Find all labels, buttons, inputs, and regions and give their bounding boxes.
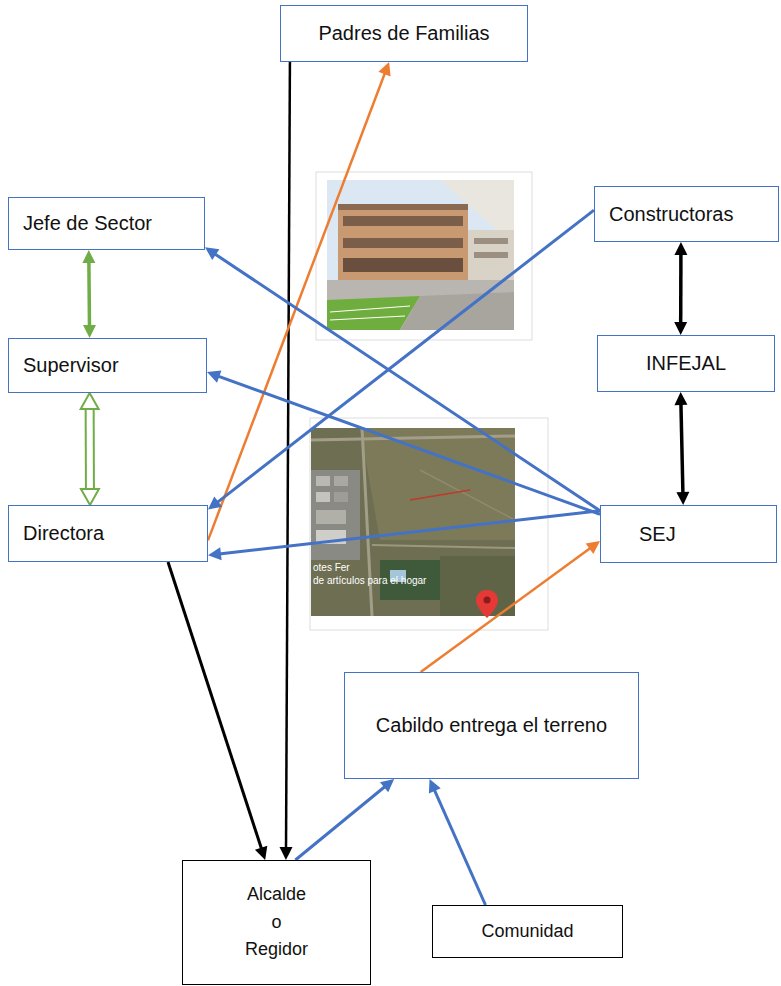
arrow-head <box>208 496 222 509</box>
arrow-shaft <box>421 547 591 672</box>
connector-arrow <box>82 250 96 338</box>
process-box: INFEJAL <box>597 335 775 392</box>
arrow-head <box>280 847 293 860</box>
arrow-shaft <box>87 261 91 327</box>
box-label: Padres de Familias <box>318 22 489 45</box>
process-box: Constructoras <box>594 186 779 242</box>
arrow-head <box>82 250 95 263</box>
arrow-head <box>676 492 689 505</box>
box-label: INFEJAL <box>646 352 726 375</box>
process-box: Directora <box>8 505 208 562</box>
satellite-map <box>310 418 548 630</box>
arrow-head <box>429 779 441 794</box>
map-text: otes Fer <box>313 562 350 573</box>
connector-arrow <box>674 392 689 505</box>
arrow-head <box>586 541 600 554</box>
process-box: Cabildo entrega el terreno <box>344 672 639 779</box>
box-label: Supervisor <box>23 354 119 377</box>
arrow-shaft <box>434 789 485 905</box>
connector-arrow <box>208 210 594 509</box>
box-label: Alcalde o Regidor <box>245 881 308 965</box>
arrow-head <box>378 62 390 76</box>
connector-arrow <box>280 62 293 860</box>
process-box: Jefe de Sector <box>8 197 205 250</box>
arrow-head <box>255 846 267 860</box>
arrow-shaft <box>85 407 95 491</box>
connector-arrow <box>429 779 486 905</box>
arrow-shaft <box>286 62 290 849</box>
arrow-head <box>380 779 394 792</box>
arrow-head <box>83 325 96 338</box>
arrow-shaft <box>681 403 683 494</box>
arrow-shaft <box>214 253 600 510</box>
arrow-shaft <box>295 786 385 860</box>
arrow-shaft-fill <box>87 406 93 492</box>
process-box: Alcalde o Regidor <box>182 860 371 985</box>
connector-arrow <box>674 242 687 335</box>
box-label: SEJ <box>639 523 676 546</box>
process-box: Comunidad <box>432 905 623 958</box>
box-label: Directora <box>23 522 104 545</box>
box-label: Constructoras <box>609 203 734 226</box>
arrow-shaft <box>168 562 262 850</box>
box-label: Comunidad <box>481 921 573 942</box>
connector-arrow <box>81 393 99 505</box>
arrow-head <box>674 392 687 405</box>
arrow-head <box>81 489 99 505</box>
arrow-head <box>205 247 219 260</box>
connector-arrow <box>421 541 600 672</box>
connector-arrow <box>295 779 394 860</box>
connector-arrow <box>168 562 267 860</box>
connector-arrow <box>205 247 600 510</box>
arrow-shaft <box>208 72 385 540</box>
arrow-shaft <box>217 376 600 514</box>
arrow-shaft <box>679 253 683 324</box>
process-box: Supervisor <box>8 338 207 393</box>
box-label: Jefe de Sector <box>23 212 152 235</box>
school-photo <box>316 172 532 340</box>
box-label: Cabildo entrega el terreno <box>376 714 607 737</box>
arrow-head <box>81 393 99 409</box>
connector-arrow <box>207 370 600 514</box>
arrow-shaft <box>219 511 600 554</box>
process-box: SEJ <box>600 505 777 563</box>
arrow-shaft <box>217 210 594 503</box>
connector-arrow <box>208 511 600 560</box>
connector-arrow <box>208 62 391 540</box>
arrow-head <box>674 322 687 335</box>
arrow-head <box>207 370 221 382</box>
arrow-head <box>674 242 687 255</box>
arrow-head <box>208 547 222 560</box>
map-text: de artículos para el hogar <box>313 575 426 586</box>
process-box: Padres de Familias <box>280 5 528 62</box>
